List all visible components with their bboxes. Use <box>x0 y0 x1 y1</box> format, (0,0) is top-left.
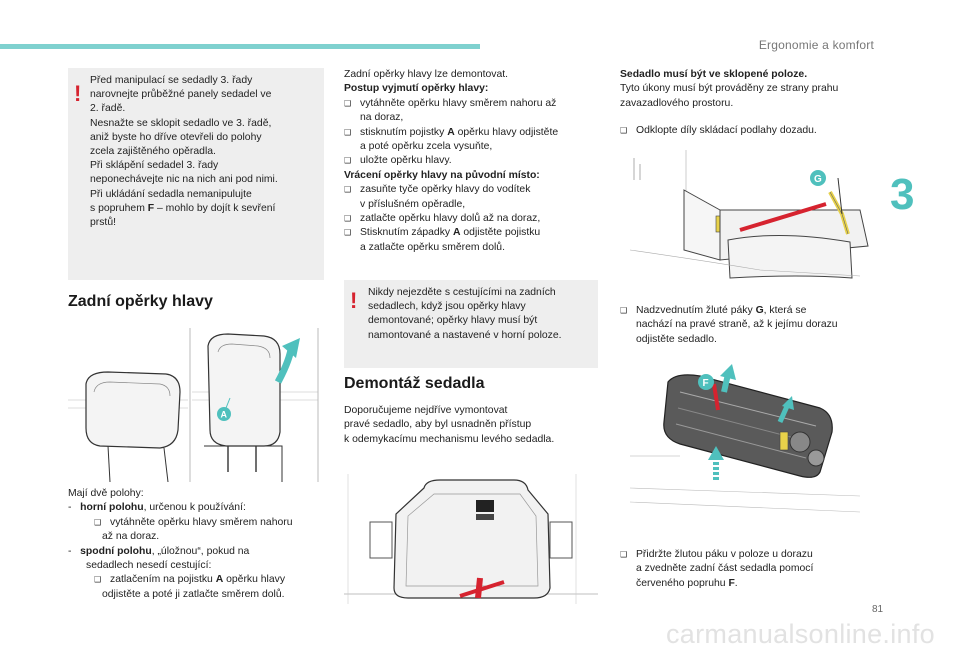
seat-note-line: Tyto úkony musí být prováděny ze strany … <box>620 83 839 95</box>
seat-removal-steps: Sedadlo musí být ve sklopené poloze. Tyt… <box>620 68 874 111</box>
bullet-icon: ❑ <box>344 127 352 137</box>
seat-removal-heading: Demontáž sedadla <box>344 375 485 392</box>
step: ❑stisknutím pojistky A opěrku hlavy odji… <box>344 126 596 140</box>
warning-line: narovnejte průběžné panely sedadel ve <box>90 89 272 101</box>
warning-icon: ! <box>74 81 82 106</box>
headrests-heading: Zadní opěrky hlavy <box>68 293 213 310</box>
step-2: ❑Nadzvednutím žluté páky G, která se nac… <box>620 304 874 347</box>
upper-position: - horní polohu, určenou k používání: <box>68 502 246 514</box>
seat-line: Doporučujeme nejdříve vymontovat <box>344 405 508 416</box>
intro-text: Zadní opěrky hlavy lze demontovat. <box>344 69 509 80</box>
bullet-icon: ❑ <box>620 550 628 559</box>
step: až na doraz. <box>102 531 160 543</box>
positions-intro: Mají dvě polohy: <box>68 488 144 499</box>
step: odjistěte sedadlo. <box>636 333 717 345</box>
page-number: 81 <box>872 604 884 615</box>
return-heading: Vrácení opěrky hlavy na původní místo: <box>344 169 540 181</box>
step: ❑zasuňte tyče opěrky hlavy do vodítek <box>344 183 596 197</box>
bullet-icon: ❑ <box>344 214 352 224</box>
step: ❑vytáhněte opěrku hlavy směrem nahoru <box>68 516 324 530</box>
warning-line: sedadlech, když jsou opěrky hlavy <box>368 301 526 313</box>
bullet-icon: ❑ <box>94 517 102 527</box>
headrest-positions: Mají dvě polohy: - horní polohu, určenou… <box>68 487 324 602</box>
step: ❑uložte opěrku hlavy. <box>344 154 596 168</box>
step: odjistěte a poté ji zatlačte směrem dolů… <box>102 588 285 600</box>
warning-line: s popruhem F – mohlo by dojít k sevření <box>90 202 276 214</box>
warning-text-seats: Před manipulací se sedadly 3. řady narov… <box>90 74 322 230</box>
step-1: ❑Odklopte díly skládací podlahy dozadu. <box>620 124 874 138</box>
header-accent-bar <box>0 44 480 49</box>
step: a poté opěrku zcela vysuňte, <box>360 141 493 153</box>
seat-position-note: Sedadlo musí být ve sklopené poloze. <box>620 69 808 80</box>
lower-position-line: sedadlech nesedí cestující: <box>86 560 212 572</box>
warning-text-headrests: Nikdy nejezděte s cestujícími na zadních… <box>368 286 596 343</box>
step: ❑Přidržte žlutou páku v poloze u dorazu <box>620 548 874 562</box>
warning-line: prstů! <box>90 217 116 229</box>
step: ❑Stisknutím západky A odjistěte pojistku <box>344 226 596 240</box>
step: ❑Nadzvednutím žluté páky G, která se <box>620 304 874 318</box>
lower-position: - spodní polohu, „úložnou“, pokud na <box>68 545 250 557</box>
warning-line: Při sklápění sedadel 3. řady <box>90 160 219 172</box>
warning-line: Nikdy nejezděte s cestujícími na zadních <box>368 287 556 298</box>
warning-line: neponechávejte nic na nich ani pod nimi. <box>90 174 278 186</box>
warning-box-headrests <box>344 280 598 368</box>
strap-f-illustration: F <box>629 364 861 513</box>
warning-line: zcela zajištěného opěradla. <box>90 146 216 158</box>
bullet-icon: ❑ <box>344 98 352 108</box>
warning-line: Před manipulací se sedadly 3. řady <box>90 75 253 86</box>
headrest-illustration: A <box>68 328 319 482</box>
step-3: ❑Přidržte žlutou páku v poloze u dorazu … <box>620 548 874 591</box>
section-title: Ergonomie a komfort <box>758 38 874 52</box>
seat-line: k odemykacímu mechanismu levého sedadla. <box>344 433 555 445</box>
bullet-icon: ❑ <box>344 228 352 238</box>
bullet-icon: ❑ <box>620 306 628 315</box>
warning-line: namontované a nastavené v horní poloze. <box>368 329 562 341</box>
warning-line: aniž byste ho dříve otevřeli do polohy <box>90 131 262 143</box>
step: v příslušném opěradle, <box>360 198 466 210</box>
callout-a: A <box>221 410 228 420</box>
step: a zvedněte zadní část sedadla pomocí <box>636 563 814 575</box>
bullet-icon: ❑ <box>344 156 352 166</box>
seat-removal-text: Doporučujeme nejdříve vymontovat pravé s… <box>344 404 598 447</box>
step: červeného popruhu F. <box>636 577 738 589</box>
seat-top-illustration <box>344 474 598 604</box>
chapter-number: 3 <box>890 170 915 219</box>
step: nachází na pravé straně, až k jejímu dor… <box>636 319 838 331</box>
warning-line: Při ukládání sedadla nemanipulujte <box>90 188 252 200</box>
step: ❑Odklopte díly skládací podlahy dozadu. <box>620 124 874 138</box>
warning-icon: ! <box>350 288 358 313</box>
step: ❑vytáhněte opěrku hlavy směrem nahoru až <box>344 97 596 111</box>
callout-g: G <box>814 174 822 185</box>
callout-f: F <box>703 378 709 389</box>
watermark: carmanualsonline.info <box>666 619 935 649</box>
headrest-removal-text: Zadní opěrky hlavy lze demontovat. Postu… <box>344 68 596 255</box>
bullet-icon: ❑ <box>344 185 352 195</box>
lever-g-illustration: G <box>629 150 869 279</box>
removal-heading: Postup vyjmutí opěrky hlavy: <box>344 83 489 95</box>
warning-line: demontované; opěrky hlavy musí být <box>368 315 538 327</box>
bullet-icon: ❑ <box>94 575 102 585</box>
step: ❑zatlačte opěrku hlavy dolů až na doraz, <box>344 212 596 226</box>
step: ❑zatlačením na pojistku A opěrku hlavy <box>68 573 324 587</box>
step: a zatlačte opěrku směrem dolů. <box>360 241 505 253</box>
seat-note-line: zavazadlového prostoru. <box>620 97 734 109</box>
bullet-icon: ❑ <box>620 126 628 135</box>
warning-line: Nesnažte se sklopit sedadlo ve 3. řadě, <box>90 117 272 129</box>
step: na doraz, <box>360 112 404 124</box>
warning-line: 2. řadě. <box>90 103 126 115</box>
seat-line: pravé sedadlo, aby byl usnadněn přístup <box>344 419 532 431</box>
warning-box-seats <box>68 68 324 280</box>
